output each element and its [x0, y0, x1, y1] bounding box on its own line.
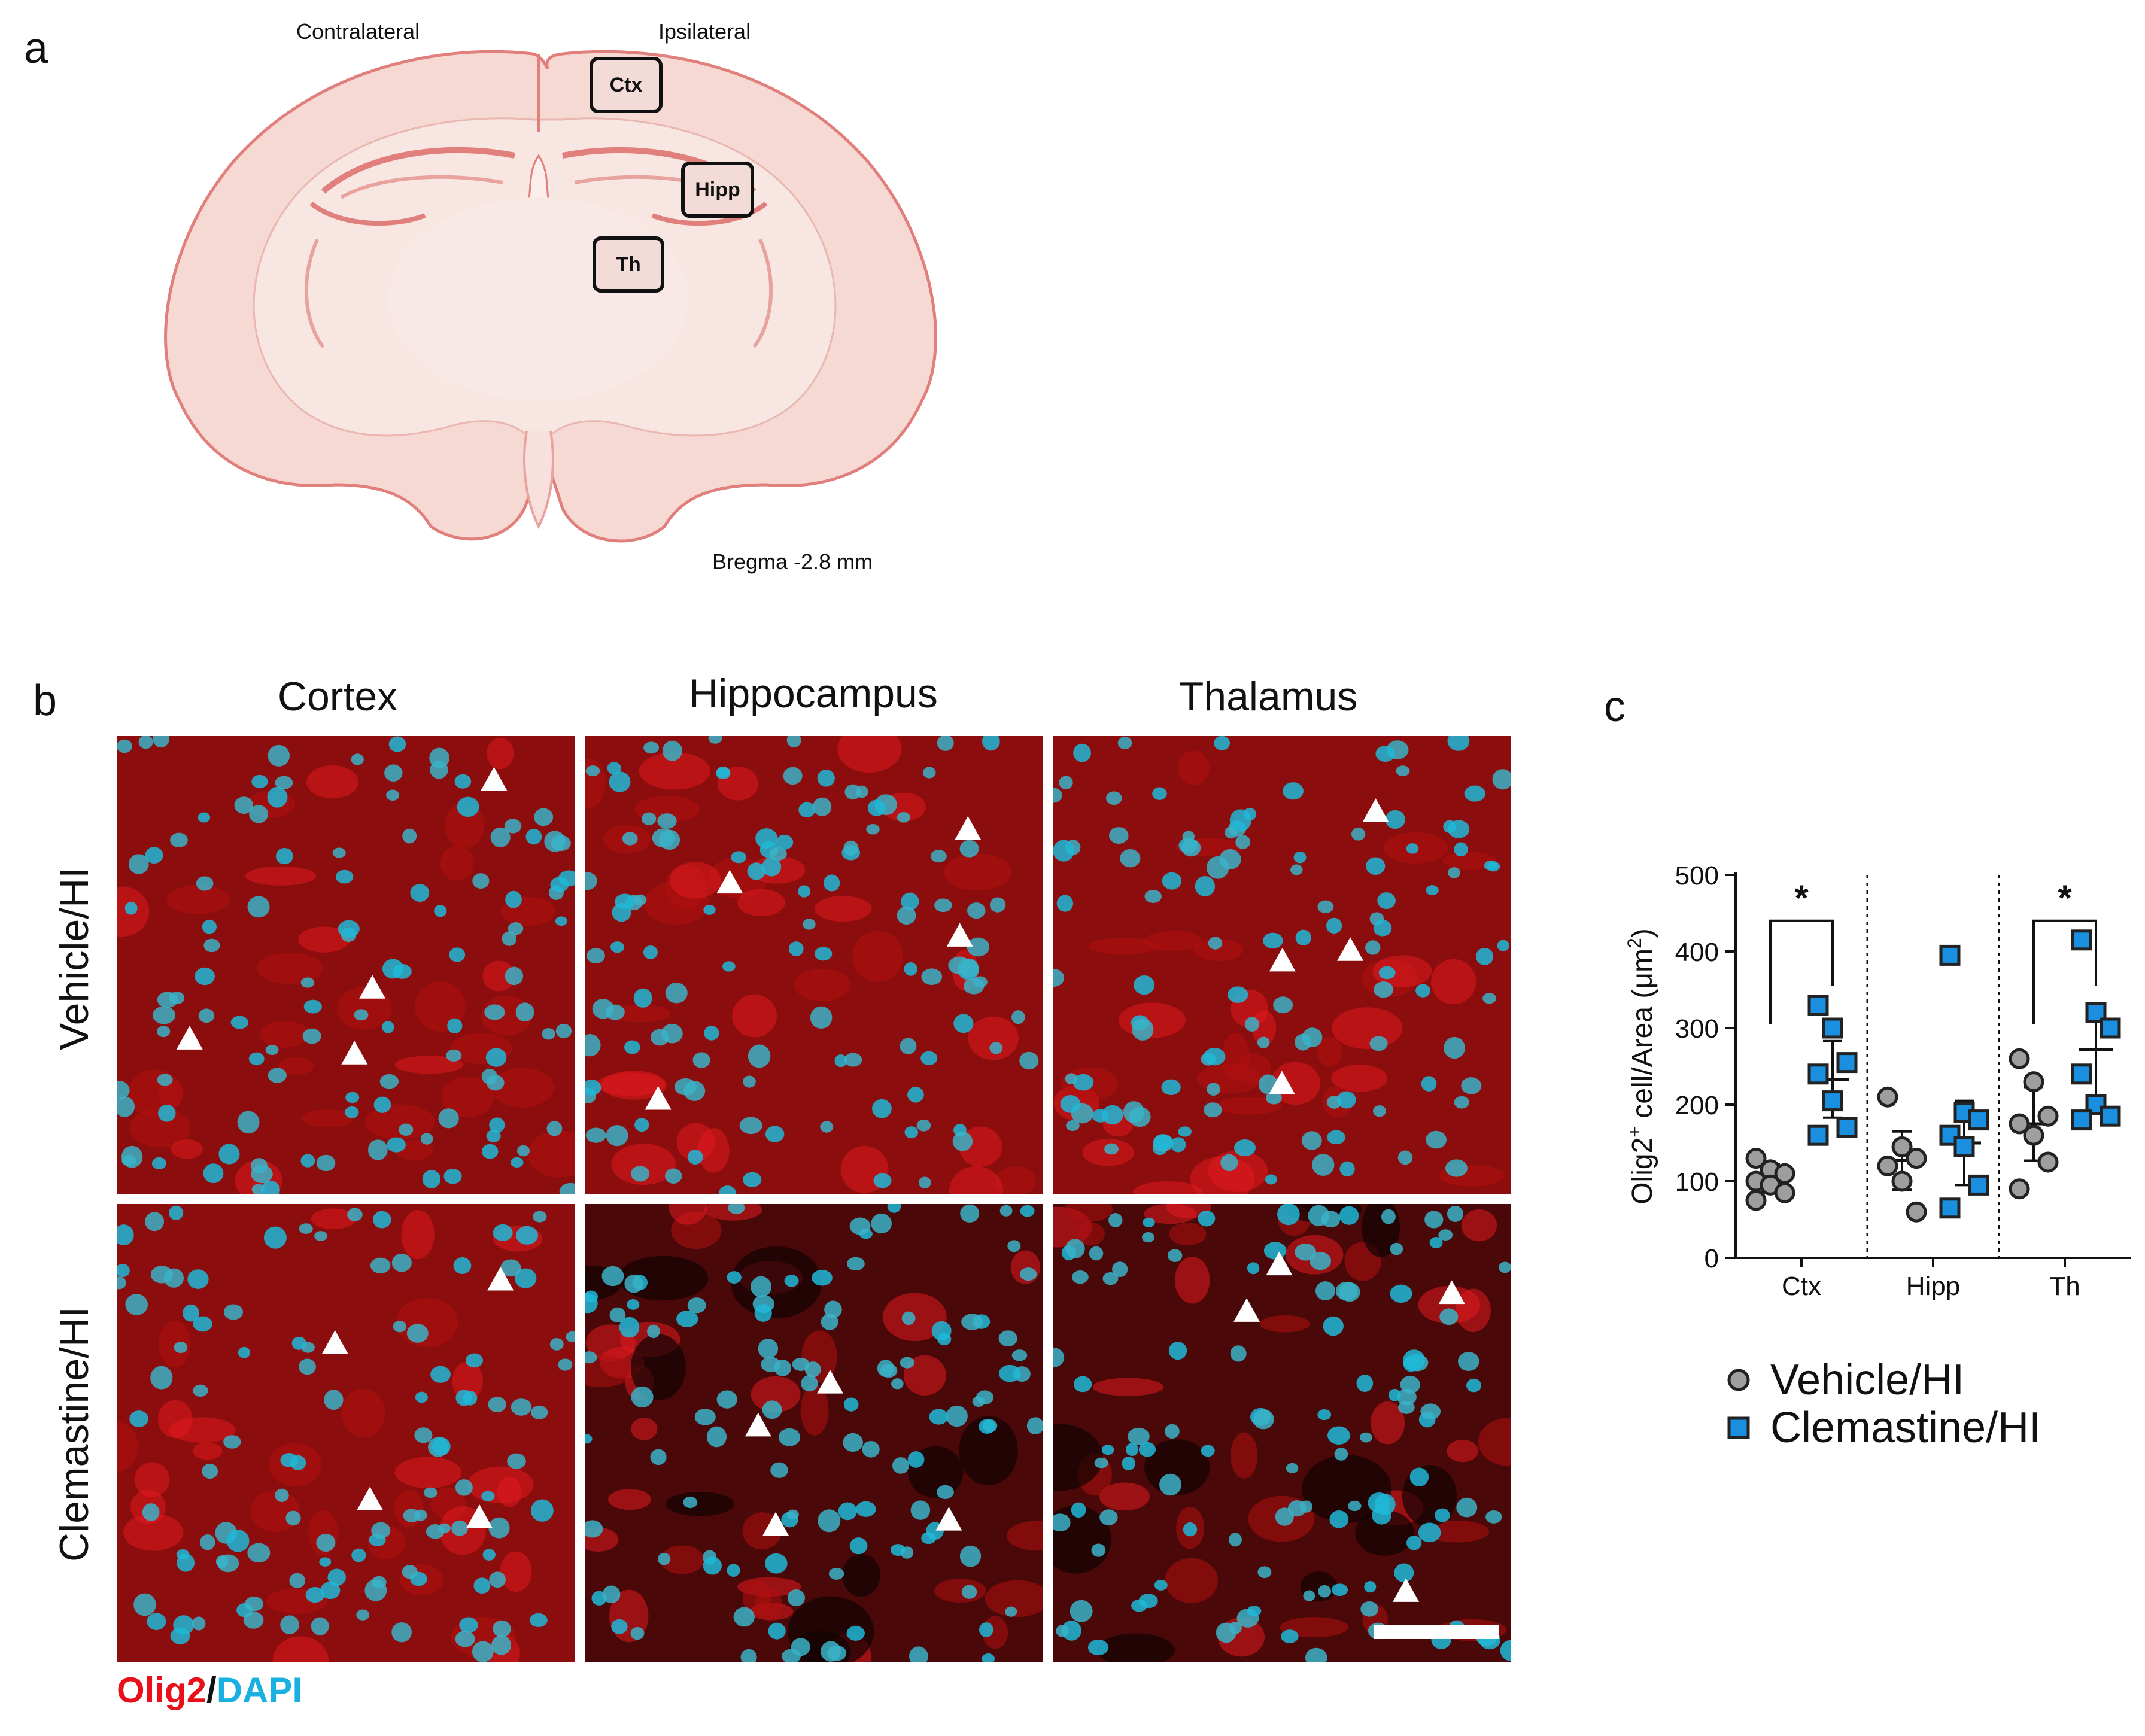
data-point-clemastine [1939, 1197, 1961, 1219]
data-point-vehicle [2023, 1124, 2044, 1146]
data-point-clemastine [2071, 929, 2092, 951]
data-point-vehicle [2009, 1178, 2030, 1200]
data-point-clemastine [1836, 1117, 1858, 1138]
data-point-clemastine [1836, 1052, 1858, 1074]
panel-letter-b: b [33, 677, 57, 725]
row-header-clemastine: Clemastine/HI [51, 1306, 97, 1562]
legend-label-vehicle: Vehicle/HI [1770, 1356, 1965, 1404]
data-point-vehicle [1877, 1086, 1898, 1108]
y-axis-label: Olig2+ cell/Area (μm2) [1624, 928, 1658, 1205]
region-box-ctx-label: Ctx [609, 73, 643, 96]
legend-marker-square [1727, 1416, 1750, 1439]
stain-label-separator: / [206, 1670, 217, 1710]
significance-bracket [1769, 919, 1834, 1024]
bregma-label: Bregma -2.8 mm [712, 549, 873, 574]
micrograph-vehicle-cortex [117, 736, 575, 1194]
data-point-clemastine [2071, 1109, 2092, 1131]
data-point-vehicle [1877, 1155, 1898, 1176]
data-point-clemastine [1968, 1109, 1989, 1131]
data-point-vehicle [1906, 1201, 1927, 1223]
micrograph-vehicle-hippocampus [585, 736, 1043, 1194]
legend-item-clemastine: Clemastine/HI [1724, 1403, 2041, 1452]
y-tick-label: 400 [1675, 938, 1719, 967]
data-point-clemastine [1968, 1174, 1989, 1196]
data-point-clemastine [2100, 1017, 2121, 1039]
region-box-th-label: Th [616, 253, 641, 276]
y-tick-label: 200 [1675, 1091, 1719, 1120]
brain-outline-svg [164, 50, 937, 543]
y-tick-label: 500 [1675, 861, 1719, 890]
significance-bracket [2032, 919, 2097, 1024]
legend-label-clemastine: Clemastine/HI [1770, 1404, 2041, 1452]
data-point-vehicle [2009, 1113, 2030, 1135]
y-tick-label: 300 [1675, 1014, 1719, 1044]
data-point-vehicle [1774, 1182, 1795, 1203]
x-tick-label: Ctx [1782, 1272, 1821, 1301]
column-header-thalamus: Thalamus [1178, 674, 1358, 719]
stain-label-olig2: Olig2 [117, 1670, 207, 1710]
column-header-hippocampus: Hippocampus [689, 671, 938, 716]
y-tick-label: 0 [1705, 1244, 1719, 1273]
region-box-th: Th [593, 236, 664, 293]
scale-bar [1374, 1625, 1499, 1639]
ipsilateral-label: Ipsilateral [658, 19, 751, 44]
data-point-vehicle [2009, 1048, 2030, 1069]
data-point-vehicle [1891, 1136, 1913, 1157]
significance-star: * [2058, 878, 2072, 918]
contralateral-label: Contralateral [296, 19, 420, 44]
data-point-clemastine [1807, 1124, 1829, 1146]
stain-label: Olig2/DAPI [117, 1670, 302, 1711]
column-header-cortex: Cortex [277, 674, 398, 719]
legend-marker-circle [1727, 1369, 1750, 1391]
data-point-vehicle [1891, 1170, 1913, 1192]
data-point-clemastine [1822, 1017, 1843, 1039]
x-tick-label: Th [2049, 1272, 2080, 1301]
region-box-hipp-label: Hipp [695, 178, 740, 201]
stain-label-dapi: DAPI [216, 1670, 303, 1710]
brain-schematic [144, 12, 958, 598]
region-box-hipp: Hipp [681, 162, 754, 218]
data-point-vehicle [1745, 1148, 1767, 1169]
data-point-clemastine [1953, 1136, 1975, 1157]
legend-item-vehicle: Vehicle/HI [1724, 1355, 1964, 1404]
x-tick-label: Hipp [1906, 1272, 1961, 1301]
data-point-vehicle [2037, 1151, 2059, 1173]
significance-star: * [1794, 878, 1809, 918]
micrograph-vehicle-thalamus [1053, 736, 1511, 1194]
region-box-ctx: Ctx [590, 57, 663, 113]
panel-letter-c: c [1604, 683, 1626, 731]
data-point-clemastine [1807, 995, 1829, 1016]
micrograph-clemastine-cortex [117, 1204, 575, 1662]
y-tick-label: 100 [1675, 1168, 1719, 1197]
data-point-vehicle [2037, 1105, 2059, 1127]
data-point-vehicle [1906, 1148, 1927, 1169]
micrograph-clemastine-hippocampus [585, 1204, 1043, 1662]
row-header-vehicle: Vehicle/HI [51, 867, 97, 1050]
data-point-clemastine [2071, 1063, 2092, 1085]
data-point-clemastine [1939, 944, 1961, 966]
data-point-clemastine [1807, 1063, 1829, 1085]
data-point-clemastine [1822, 1090, 1843, 1112]
micrograph-clemastine-thalamus [1053, 1204, 1511, 1662]
data-point-vehicle [1745, 1190, 1767, 1211]
data-point-vehicle [2023, 1071, 2044, 1093]
panel-letter-a: a [24, 25, 48, 72]
data-point-clemastine [2100, 1105, 2121, 1127]
